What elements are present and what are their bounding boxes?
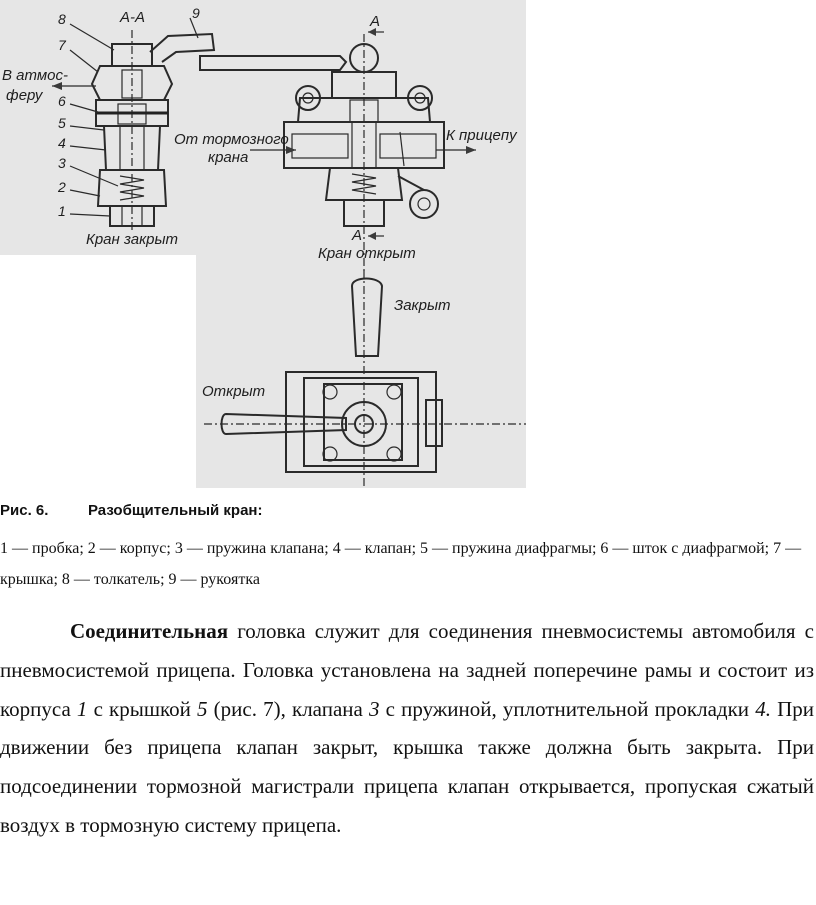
body-paragraph: Соединительная головка служит для соедин… bbox=[0, 612, 814, 845]
ref-1: 1 bbox=[76, 696, 88, 721]
closed-position-label: Закрыт bbox=[394, 297, 451, 314]
valve-closed-label: Кран закрыт bbox=[86, 231, 178, 248]
label-2: 2 bbox=[57, 179, 66, 195]
plan-view bbox=[204, 270, 526, 486]
section-marker-top: А bbox=[369, 13, 380, 30]
label-5: 5 bbox=[58, 115, 66, 131]
valve-figure: А-А 8 7 6 5 4 3 2 1 9 В атмос- феру Кран… bbox=[0, 0, 530, 488]
technical-drawing: А-А 8 7 6 5 4 3 2 1 9 В атмос- феру Кран… bbox=[0, 0, 526, 488]
ref-5: 5 bbox=[197, 696, 208, 721]
figure-title: Разобщительный кран: bbox=[88, 502, 263, 519]
valve-open-label: Кран открыт bbox=[318, 245, 416, 262]
text-span: с пружиной, уплотнительной прокладки bbox=[379, 696, 756, 721]
figure-legend: 1 — пробка; 2 — корпус; 3 — пружина клап… bbox=[0, 540, 802, 588]
atmosphere-label-line2: феру bbox=[6, 87, 44, 104]
term-bold: Соединительная bbox=[70, 619, 229, 643]
label-4: 4 bbox=[58, 135, 66, 151]
figure-caption: Рис. 6. Разобщительный кран: bbox=[0, 502, 263, 519]
label-3: 3 bbox=[58, 155, 66, 171]
label-6: 6 bbox=[58, 93, 66, 109]
atmosphere-label-line1: В атмос- bbox=[2, 67, 68, 84]
side-section-view bbox=[199, 28, 476, 272]
section-aa-view bbox=[52, 17, 216, 232]
label-9: 9 bbox=[192, 5, 200, 21]
label-7: 7 bbox=[58, 37, 67, 53]
text-span: (рис. 7), клапана bbox=[207, 696, 369, 721]
label-1: 1 bbox=[58, 203, 66, 219]
section-marker-bottom: А bbox=[351, 227, 362, 244]
label-8: 8 bbox=[58, 11, 66, 27]
section-label: А-А bbox=[119, 9, 145, 26]
open-position-label: Открыт bbox=[202, 383, 265, 400]
text-span: с крышкой bbox=[87, 696, 198, 721]
from-brake-valve-line2: крана bbox=[208, 149, 248, 166]
ref-3: 3 bbox=[369, 696, 380, 721]
to-trailer-label: К прицепу bbox=[446, 127, 518, 144]
figure-number: Рис. 6. bbox=[0, 502, 49, 519]
text-span: головка служит для соединения пневмосист… bbox=[0, 619, 814, 721]
ref-4: 4. bbox=[755, 696, 771, 721]
text-span: При движении без прицепа клапан закрыт, … bbox=[0, 696, 814, 837]
from-brake-valve-line1: От тормозного bbox=[174, 131, 289, 148]
